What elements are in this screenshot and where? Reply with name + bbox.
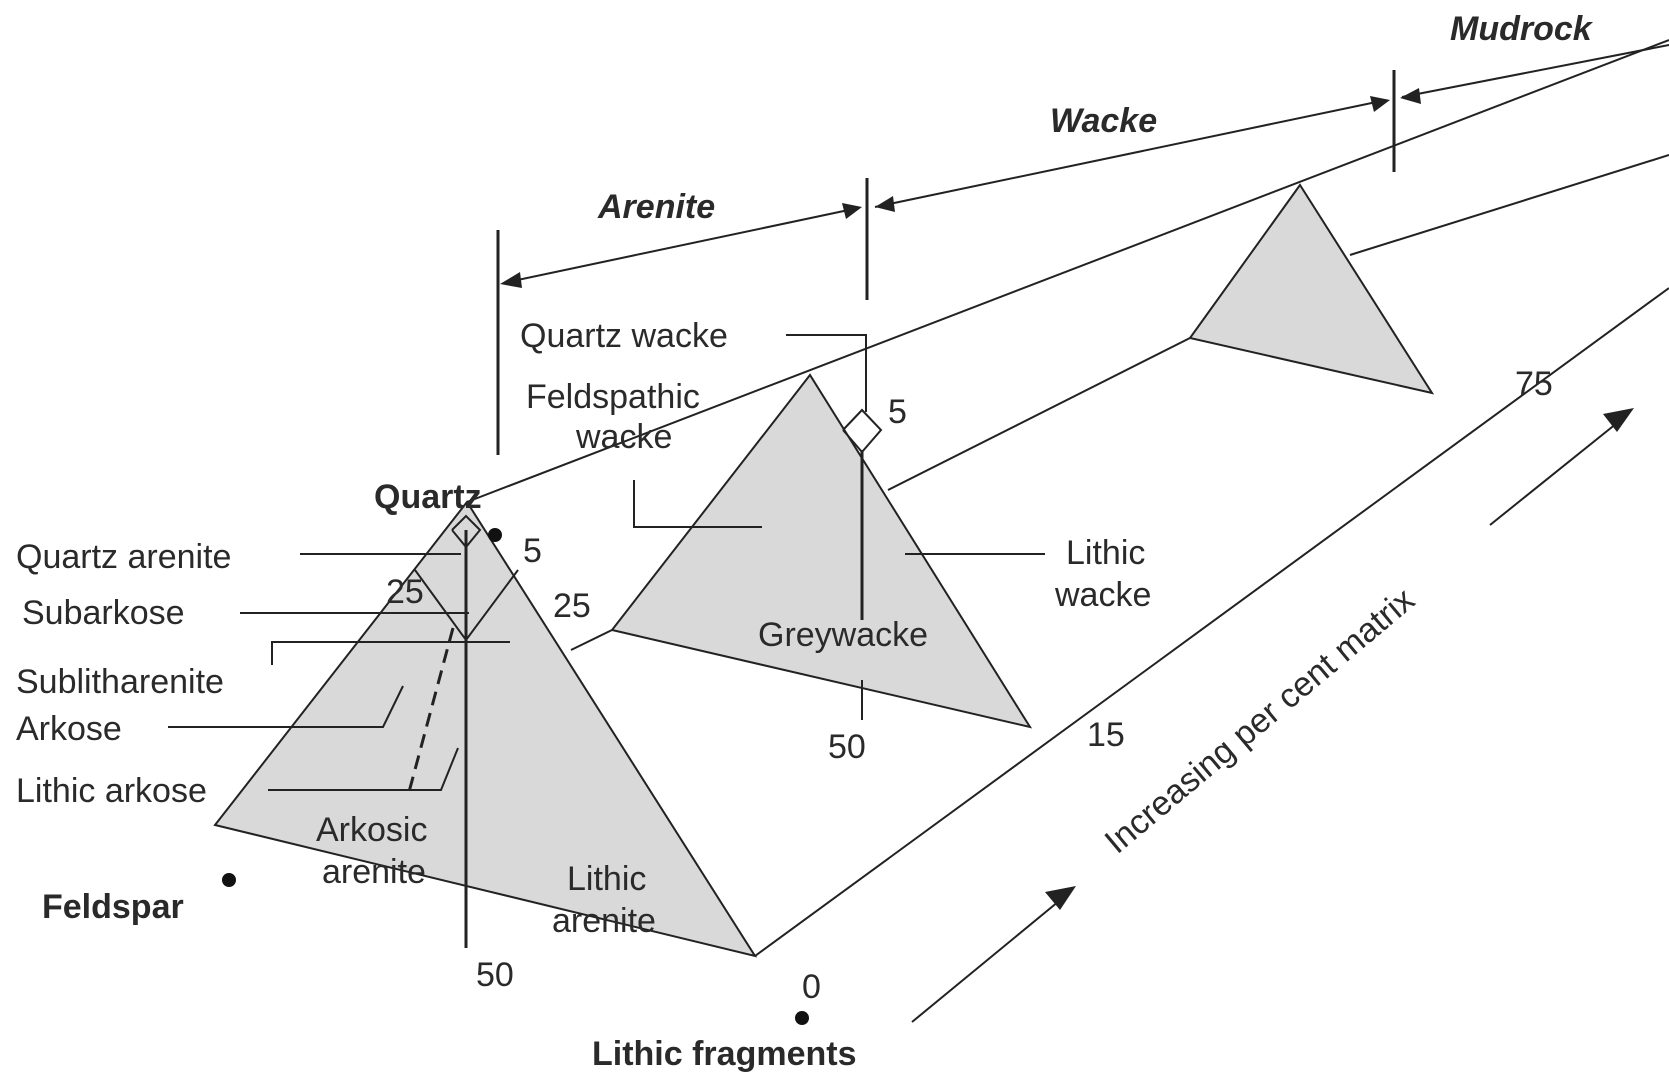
- lithic-wacke-label-1: Lithic: [1066, 534, 1145, 572]
- quartz-arenite-label: Quartz arenite: [16, 538, 231, 576]
- feldspathic-wacke-label-1: Feldspathic: [526, 378, 700, 416]
- arenite-triangle: [213, 500, 758, 958]
- seventyfive-label: 75: [1515, 365, 1553, 403]
- feldspathic-wacke-leader: [633, 480, 762, 528]
- feldspar-vertex-label: Feldspar: [42, 888, 184, 926]
- wacke-triangle: [610, 373, 1033, 729]
- matrix-arrow-upper: [1489, 414, 1628, 526]
- arkose-label: Arkose: [16, 710, 122, 748]
- wacke-50-label: 50: [828, 728, 866, 766]
- quartz-vertex-dot: [488, 528, 502, 542]
- arenite-label: Arenite: [597, 188, 715, 226]
- increasing-matrix-label: Increasing per cent matrix: [1098, 581, 1422, 862]
- feldspar-vertex-dot: [222, 873, 236, 887]
- greywacke-label: Greywacke: [758, 616, 928, 654]
- feldspathic-wacke-label-2: wacke: [575, 418, 672, 456]
- quartz-wacke-5-label: 5: [888, 393, 907, 431]
- arkosic-arenite-label-1: Arkosic: [316, 811, 427, 849]
- lithic-vertex-dot: [795, 1011, 809, 1025]
- lithic-arkose-label: Lithic arkose: [16, 772, 207, 810]
- right-25-label: 25: [553, 587, 591, 625]
- mudrock-arrow-line: [1401, 44, 1669, 98]
- left-25-label: 25: [386, 573, 424, 611]
- sublitharenite-label: Sublitharenite: [16, 663, 224, 701]
- lithic-arenite-label-1: Lithic: [567, 860, 646, 898]
- arkosic-arenite-label-2: arenite: [322, 853, 426, 891]
- quartz-arenite-diamond: [451, 514, 482, 549]
- prism-line-left-1: [570, 629, 613, 651]
- arenite-arrow-line: [507, 207, 859, 283]
- prism-line-left-3: [1349, 154, 1669, 256]
- matrix-arrow-lower-head: [1045, 886, 1076, 910]
- prism-line-left-2: [887, 337, 1191, 491]
- mudrock-arrow-head: [1400, 88, 1421, 104]
- prism-line-right: [754, 287, 1669, 957]
- subarkose-label: Subarkose: [22, 594, 185, 632]
- quartz-wacke-leader: [786, 334, 867, 412]
- quartz-arenite-5-label: 5: [523, 532, 542, 570]
- lithic-wacke-label-2: wacke: [1054, 576, 1151, 614]
- matrix-arrow-upper-head: [1603, 408, 1634, 432]
- prism-line-top: [466, 39, 1669, 503]
- mudrock-triangle: [1188, 183, 1435, 395]
- wacke-label: Wacke: [1050, 102, 1157, 140]
- mudrock-label: Mudrock: [1450, 10, 1594, 48]
- quartz-wacke-diamond: [842, 408, 883, 454]
- quartz-vertex-label: Quartz: [374, 478, 482, 516]
- arenite-50-label: 50: [476, 956, 514, 994]
- wacke-arrow-right-head: [1370, 96, 1390, 112]
- arkose-leader: [168, 685, 404, 728]
- arenite-25-chevron: [414, 569, 519, 642]
- wacke-arrow-line: [874, 99, 1387, 208]
- quartz-wacke-label: Quartz wacke: [520, 317, 728, 355]
- lithic-fragments-vertex-label: Lithic fragments: [592, 1035, 856, 1073]
- arenite-arrow-right-head: [842, 203, 862, 219]
- matrix-arrow-lower: [911, 891, 1071, 1023]
- arenite-arrow-left-head: [500, 272, 522, 288]
- lithic-arkose-leader: [268, 747, 459, 791]
- zero-label: 0: [802, 968, 821, 1006]
- fifteen-label: 15: [1087, 716, 1125, 754]
- wacke-arrow-left-head: [875, 196, 895, 212]
- sublitharenite-leader: [271, 641, 510, 665]
- lithic-arenite-label-2: arenite: [552, 902, 656, 940]
- arkose-dashed-line: [407, 627, 455, 793]
